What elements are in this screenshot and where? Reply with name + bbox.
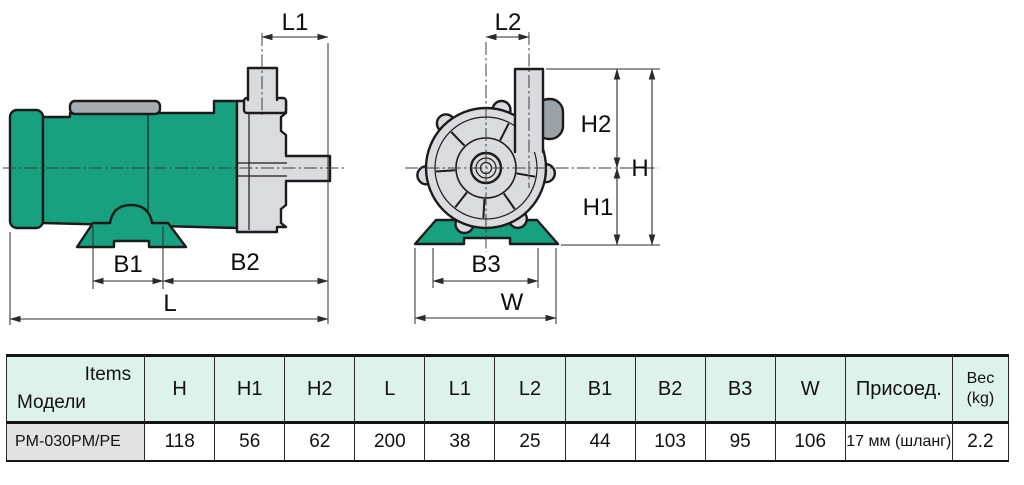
dimensions-table: Items Модели H H1 H2 L L1 L2 B1 B2 B3 W … <box>5 354 1010 462</box>
value-h1: 56 <box>214 422 286 462</box>
col-header-b2: B2 <box>634 354 706 424</box>
col-header-h: H <box>144 354 216 424</box>
dim-label-l2: L2 <box>495 9 522 36</box>
pump-head-side <box>235 99 332 234</box>
table-row: PM-030PM/PE 118 56 62 200 38 25 44 103 9… <box>5 422 1010 462</box>
terminal-cover <box>68 99 162 116</box>
discharge-pipe-front <box>513 67 545 154</box>
table-corner-cell: Items Модели <box>5 354 146 424</box>
value-weight: 2.2 <box>951 422 1010 462</box>
value-l: 200 <box>354 422 426 462</box>
pump-front-view <box>405 32 658 252</box>
value-h2: 62 <box>284 422 356 462</box>
weight-label-line1: Вес <box>966 370 995 387</box>
dim-label-h: H <box>631 155 648 182</box>
col-header-b3: B3 <box>704 354 776 424</box>
dim-label-l: L <box>163 290 176 317</box>
col-header-l1: L1 <box>424 354 496 424</box>
value-b2: 103 <box>634 422 706 462</box>
value-b3: 95 <box>704 422 776 462</box>
items-label: Items <box>84 364 132 385</box>
dim-label-b1: B1 <box>113 251 142 278</box>
value-l1: 38 <box>424 422 496 462</box>
col-header-b1: B1 <box>564 354 636 424</box>
value-l2: 25 <box>494 422 566 462</box>
pump-dimension-drawing: L1 B1 B2 L <box>3 9 660 325</box>
dimension-b3: B3 <box>432 248 539 288</box>
col-header-l2: L2 <box>494 354 566 424</box>
col-header-h2: H2 <box>284 354 356 424</box>
dimension-w: W <box>414 248 557 324</box>
dim-label-b2: B2 <box>230 249 259 276</box>
dimension-h-h1-h2: H2 H H1 <box>546 68 660 246</box>
casing-ribs <box>436 123 536 218</box>
dimension-b1-b2: B1 B2 <box>92 226 329 289</box>
dimension-l: L <box>9 232 329 325</box>
dim-label-l1: L1 <box>282 9 309 36</box>
discharge-collar <box>242 96 288 115</box>
col-header-connection: Присоед. <box>844 354 953 424</box>
model-name-cell: PM-030PM/PE <box>5 422 146 462</box>
value-w: 106 <box>774 422 846 462</box>
col-header-h1: H1 <box>214 354 286 424</box>
dimension-l1: L1 <box>261 9 329 324</box>
motor-rear-cap <box>8 108 45 230</box>
dim-label-b3: B3 <box>471 251 500 278</box>
col-header-w: W <box>774 354 846 424</box>
col-header-l: L <box>354 354 426 424</box>
value-connection: 17 мм (шланг) <box>844 422 953 462</box>
col-header-weight: Вес (kg) <box>951 354 1010 424</box>
dim-label-h2: H2 <box>581 111 612 138</box>
weight-label-line2: (kg) <box>966 390 995 407</box>
models-label: Модели <box>17 392 86 413</box>
dim-label-w: W <box>501 289 524 316</box>
value-h: 118 <box>144 422 216 462</box>
dimension-l2: L2 <box>485 9 530 41</box>
mounting-foot-side <box>75 203 188 249</box>
pump-side-view <box>3 33 347 249</box>
value-b1: 44 <box>564 422 636 462</box>
table-header-row: Items Модели H H1 H2 L L1 L2 B1 B2 B3 W … <box>5 354 1010 424</box>
dim-label-h1: H1 <box>583 194 614 221</box>
